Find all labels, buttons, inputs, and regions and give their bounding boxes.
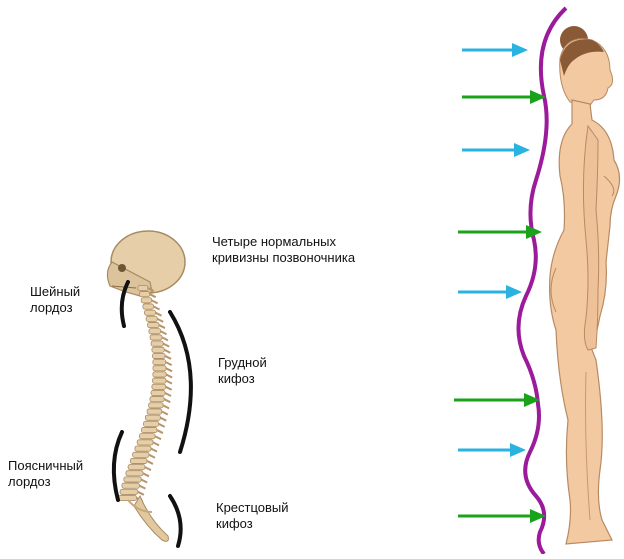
vertebra xyxy=(153,378,167,383)
spinous-process xyxy=(152,300,158,303)
vertebra xyxy=(148,322,159,327)
spinous-process xyxy=(163,405,169,408)
spinous-process xyxy=(166,381,172,384)
vertebra xyxy=(153,366,166,371)
diagram-title: Четыре нормальных кривизны позвоночника xyxy=(212,234,355,266)
spinous-process xyxy=(161,331,167,334)
spinous-process xyxy=(162,337,168,340)
lumbar-lordosis-label: Поясничный лордоз xyxy=(8,458,83,490)
arrow-icon xyxy=(454,393,540,407)
arrow-icon xyxy=(458,225,542,239)
vertebra xyxy=(153,360,166,365)
vertebra xyxy=(135,446,151,451)
spinous-process xyxy=(165,356,171,359)
woman-silhouette-icon xyxy=(550,26,620,544)
spinous-process xyxy=(145,467,151,470)
vertebra xyxy=(149,329,161,334)
vertebra xyxy=(137,440,153,445)
spinous-process xyxy=(159,325,165,328)
spinous-process xyxy=(153,442,159,445)
vertebra xyxy=(139,434,155,439)
spinous-process xyxy=(159,424,165,427)
spinous-process xyxy=(138,492,144,495)
vertebra xyxy=(150,397,164,402)
vertebra xyxy=(130,458,147,463)
spinous-process xyxy=(157,430,163,433)
vertebra xyxy=(128,465,145,470)
vertebra xyxy=(153,372,166,377)
arrow-icon xyxy=(462,43,528,57)
spinous-process xyxy=(157,319,163,322)
vertebra xyxy=(152,384,166,389)
arrow-icon xyxy=(462,90,546,104)
spinous-process xyxy=(154,307,160,310)
spinous-process xyxy=(155,436,161,439)
spinous-process xyxy=(164,350,170,353)
spinous-process xyxy=(166,362,172,365)
sacral-bracket xyxy=(170,496,181,546)
vertebra xyxy=(153,353,166,358)
cervical-lordosis-label: Шейный лордоз xyxy=(30,284,80,316)
spinous-process xyxy=(139,486,145,489)
thoracic-kyphosis-label: Грудной кифоз xyxy=(218,355,267,387)
vertebra xyxy=(146,316,157,321)
spinous-process xyxy=(166,368,172,371)
vertebra xyxy=(122,483,140,488)
sacrum-icon xyxy=(134,496,168,541)
vertebra xyxy=(126,471,143,476)
vertebra xyxy=(149,403,163,408)
spinous-process xyxy=(163,344,169,347)
vertebra xyxy=(124,477,141,482)
spinous-process xyxy=(164,399,170,402)
vertebra xyxy=(144,421,159,426)
spinous-process xyxy=(143,473,149,476)
arrow-icon xyxy=(458,443,526,457)
vertebra xyxy=(152,347,164,352)
spinous-process xyxy=(166,374,172,377)
vertebra xyxy=(143,304,154,309)
arrow-icon xyxy=(462,143,530,157)
vertebra xyxy=(147,409,162,414)
vertebra xyxy=(118,495,136,500)
sacral-kyphosis-label: Крестцовый кифоз xyxy=(216,500,289,532)
arrow-icon xyxy=(458,285,522,299)
thoracic-bracket xyxy=(170,312,191,452)
vertebra xyxy=(151,341,163,346)
arrow-icon xyxy=(458,509,546,523)
spinous-process xyxy=(149,455,155,458)
spinous-process xyxy=(165,393,171,396)
spinous-process xyxy=(155,313,161,316)
spine-illustration xyxy=(107,231,185,541)
spinous-process xyxy=(160,418,166,421)
vertebra xyxy=(141,298,151,303)
vertebra xyxy=(140,292,150,297)
vertebra xyxy=(150,335,162,340)
spinous-process xyxy=(147,461,153,464)
vertebra xyxy=(145,310,156,315)
vertebra xyxy=(120,489,138,494)
vertebra xyxy=(145,415,160,420)
spine-icon xyxy=(118,285,172,501)
vertebra xyxy=(142,427,157,432)
vertebra xyxy=(133,452,149,457)
spinous-process xyxy=(141,479,147,482)
spinous-process xyxy=(150,294,156,297)
spinous-process xyxy=(162,412,168,415)
spinous-process xyxy=(166,387,172,390)
spinous-process xyxy=(151,449,157,452)
vertebra xyxy=(151,390,165,395)
vertebra xyxy=(138,285,148,290)
